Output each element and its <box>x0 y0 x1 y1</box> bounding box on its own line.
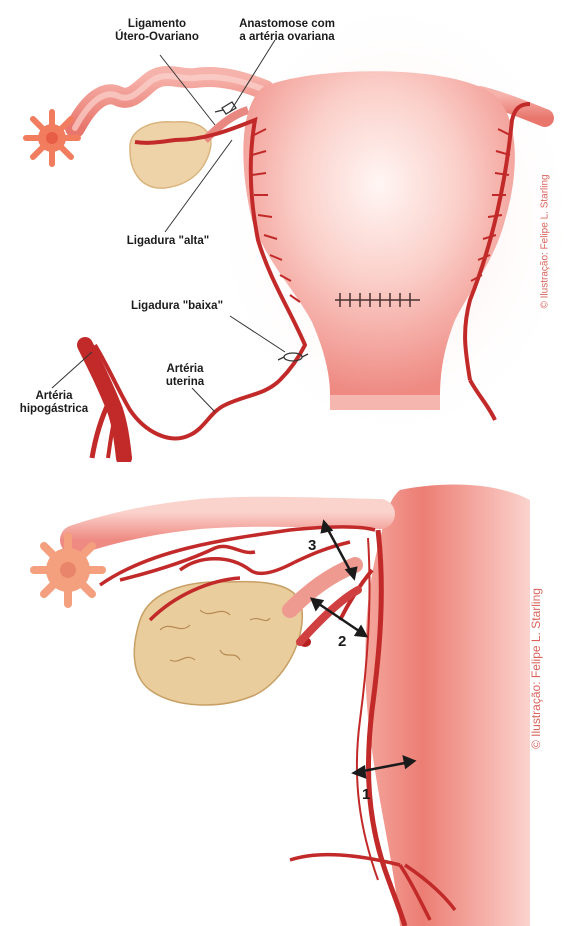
arrow-2-head-right <box>356 627 366 636</box>
label-arteria-hipogastrica: Artéria hipogástrica <box>4 390 104 416</box>
label-ligadura-alta: Ligadura "alta" <box>108 235 228 248</box>
uterus-side-wall <box>365 485 530 926</box>
cervix <box>330 395 440 410</box>
bottom-figure: 1 2 3 © Ilustração: Felipe L. Starling <box>0 470 564 926</box>
fimbria <box>34 536 102 604</box>
ovarian-artery-illustration <box>0 470 564 926</box>
illustration-credit: © Ilustração: Felipe L. Starling <box>540 139 551 309</box>
label-ligadura-baixa: Ligadura "baixa" <box>112 300 242 313</box>
label-ligamento-utero-ovariano: Ligamento Útero-Ovariano <box>102 18 212 44</box>
top-figure: Ligamento Útero-Ovariano Anastomose com … <box>0 0 564 462</box>
label-anastomose: Anastomose com a artéria ovariana <box>222 18 352 44</box>
illustration-credit: © Ilustração: Felipe L. Starling <box>529 549 543 749</box>
ovary <box>134 582 302 705</box>
ligation-site-3-number: 3 <box>308 537 316 554</box>
label-arteria-uterina: Artéria uterina <box>150 363 220 389</box>
arrow-2-head-left <box>312 599 322 609</box>
left-fimbria <box>26 112 78 164</box>
ligation-site-1-number: 1 <box>362 786 370 803</box>
ligation-site-2-number: 2 <box>338 633 346 650</box>
left-ovary <box>130 122 211 188</box>
arrow-1-head-left <box>354 767 365 777</box>
